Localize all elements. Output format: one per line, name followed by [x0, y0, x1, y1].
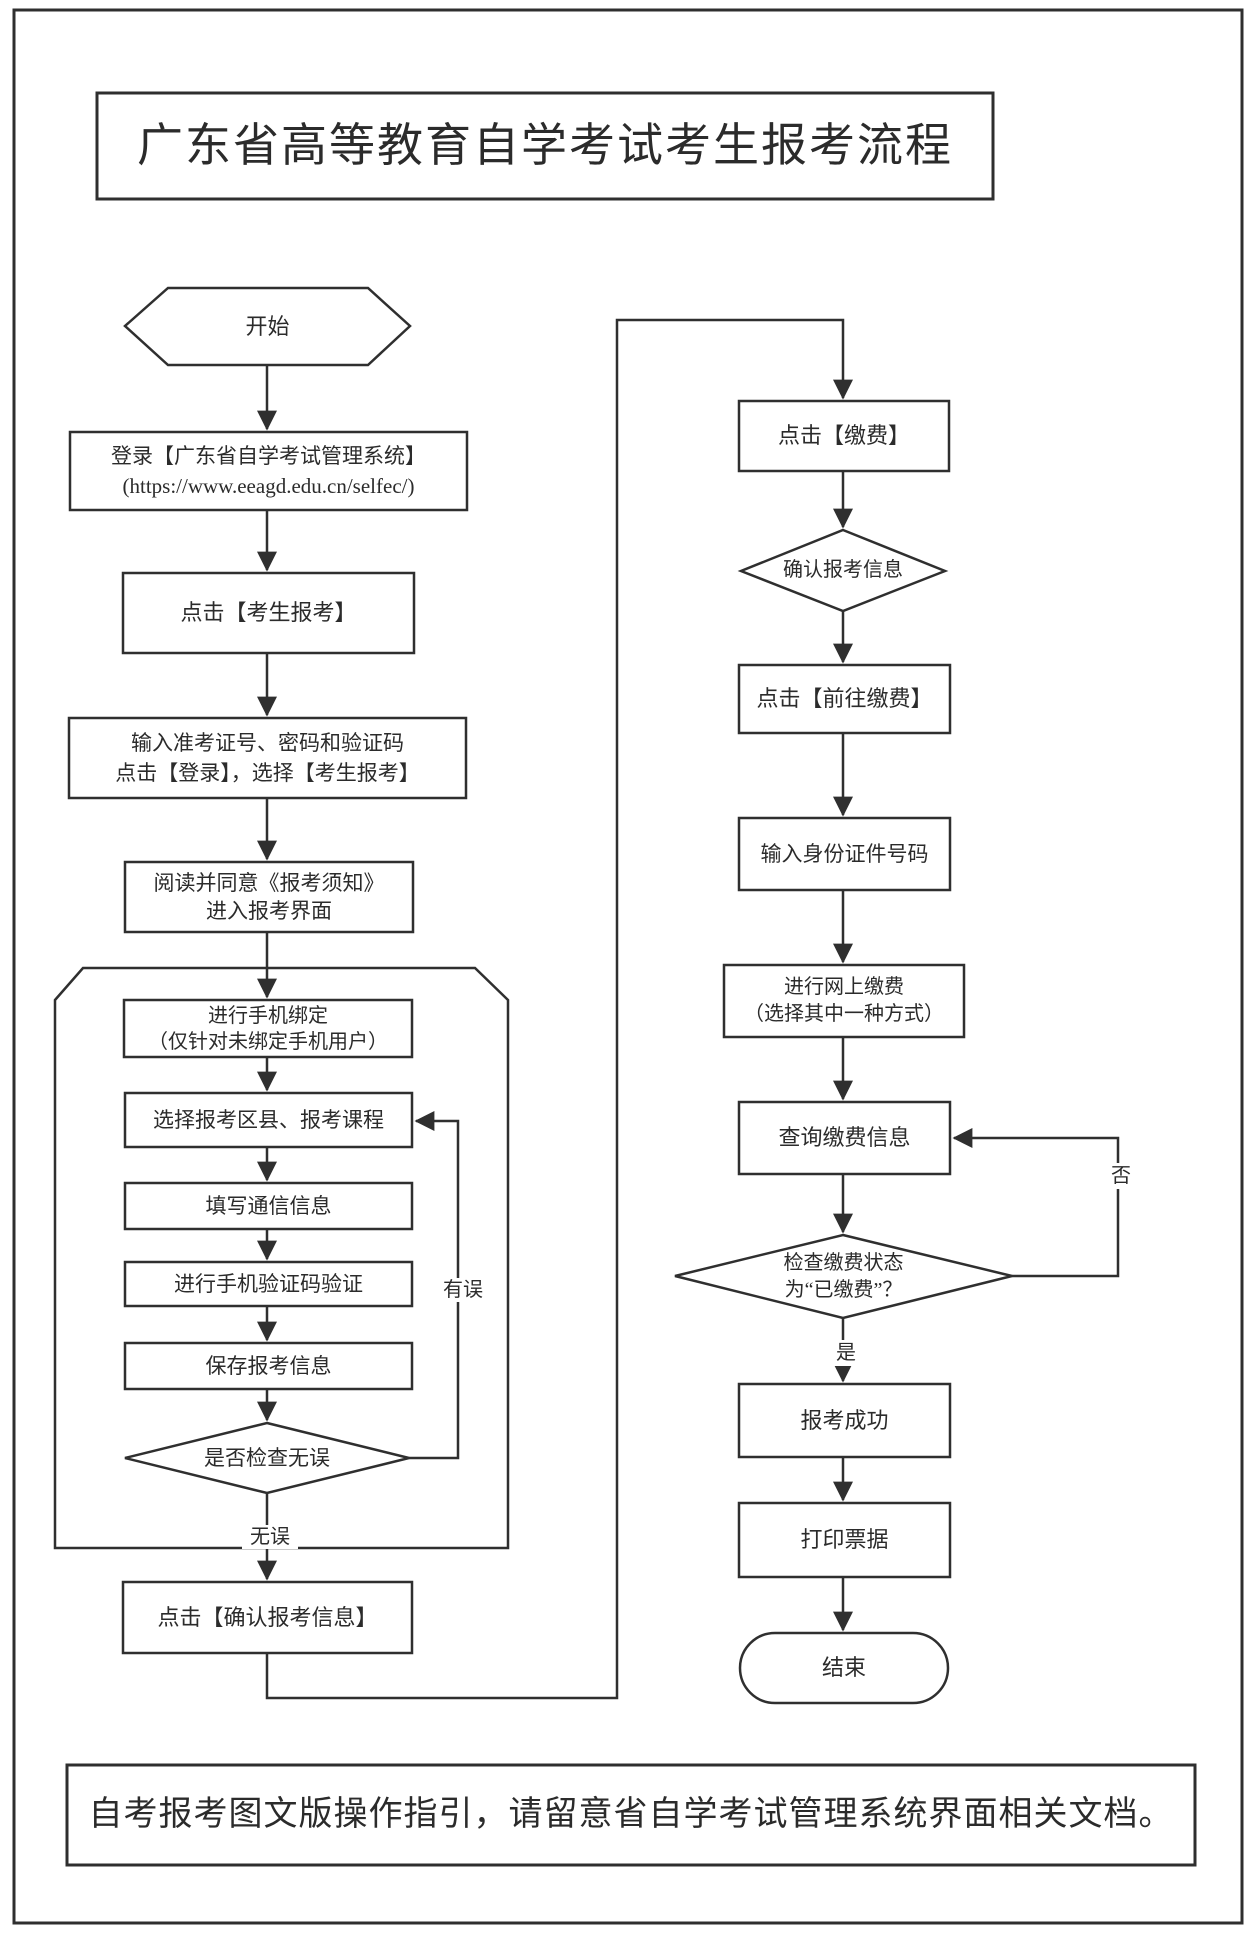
- register-success-box-shape: [737, 1382, 952, 1459]
- end-terminal-shape: [738, 1631, 950, 1705]
- fill-contact-box-shape: [123, 1181, 414, 1231]
- start-hexagon-shape: [123, 286, 412, 367]
- confirm-register-info-diamond-shape: [737, 528, 949, 613]
- outer-border: [12, 8, 1244, 1925]
- goto-pay-box-shape: [737, 663, 952, 735]
- enter-credentials-box-shape: [67, 716, 468, 800]
- check-correct-diamond-shape: [124, 1421, 410, 1495]
- query-payment-box-shape: [737, 1100, 952, 1176]
- click-register-box-shape: [121, 571, 416, 655]
- enter-id-box-shape: [737, 816, 952, 892]
- footer-box-shape: [65, 1763, 1197, 1867]
- login-box-shape: [68, 430, 469, 512]
- print-receipt-box-shape: [737, 1501, 952, 1579]
- bind-phone-box-shape: [122, 998, 414, 1059]
- title-box-shape: [95, 91, 995, 201]
- check-paid-diamond-shape: [674, 1233, 1013, 1320]
- flow-connectors: [257, 318, 1120, 1700]
- registration-group-container: [53, 966, 510, 1550]
- read-notice-box-shape: [123, 860, 415, 934]
- click-pay-box-shape: [737, 399, 951, 473]
- online-pay-box-shape: [722, 963, 966, 1039]
- save-info-box-shape: [123, 1341, 414, 1391]
- confirm-info-box-shape: [121, 1580, 414, 1655]
- verify-sms-box-shape: [123, 1260, 414, 1308]
- select-courses-box-shape: [123, 1091, 414, 1149]
